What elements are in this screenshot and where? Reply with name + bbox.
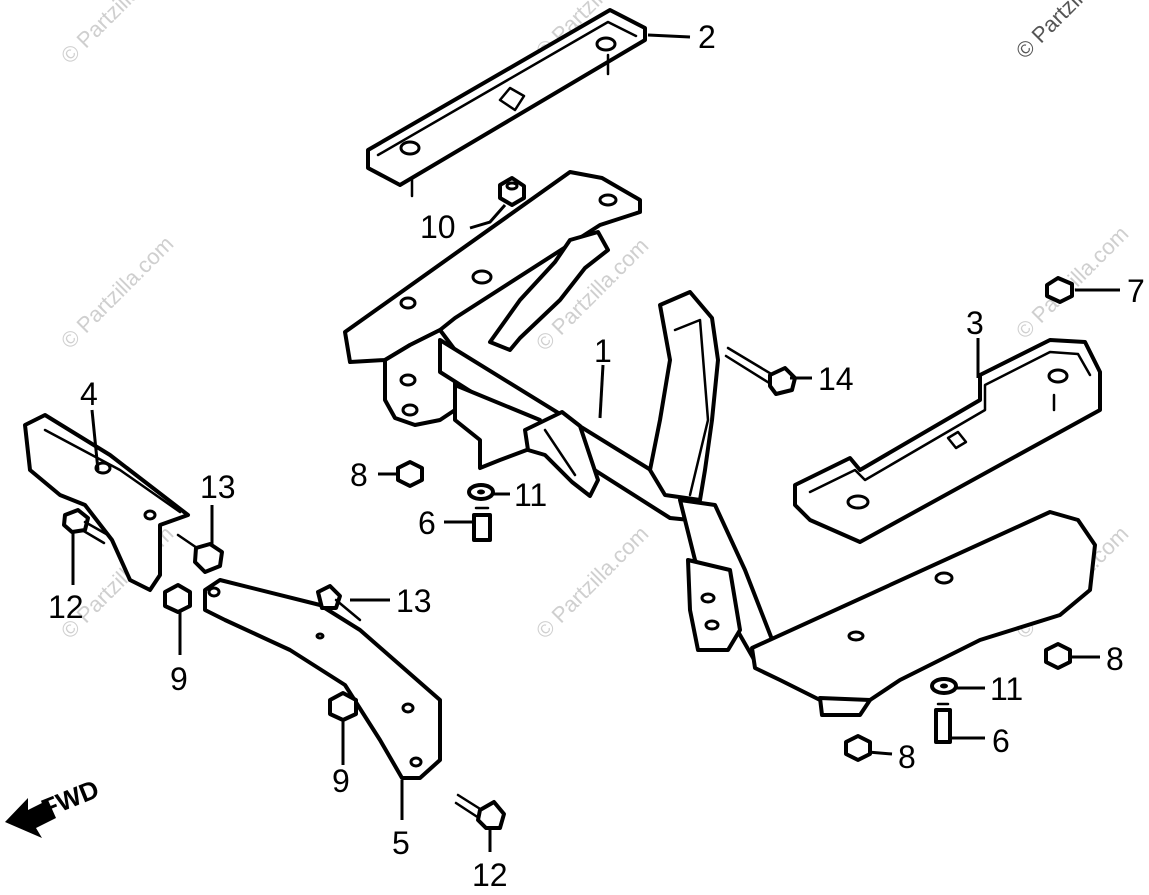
- callout-7: 7: [1127, 273, 1145, 309]
- part-2-top-plate: [366, 8, 647, 198]
- callout-12-left: 12: [48, 589, 84, 625]
- callout-6-right: 6: [992, 723, 1010, 759]
- fwd-arrow: FWD: [5, 774, 103, 838]
- callout-10: 10: [420, 209, 456, 245]
- part-3-right-plate: [793, 338, 1102, 544]
- part-11-washer-right: [930, 677, 958, 695]
- part-13-bolt-upper: [176, 533, 224, 574]
- part-14-bolt: [724, 346, 797, 396]
- callout-3: 3: [966, 305, 984, 341]
- part-8-nut-right-lower: [844, 734, 872, 762]
- part-8-nut-center: [396, 460, 424, 488]
- callout-9-left: 9: [170, 661, 188, 697]
- part-9-nut-lower: [328, 691, 358, 722]
- part-12-bolt-lower: [454, 793, 506, 830]
- part-6-bolt-center: [472, 506, 492, 542]
- leader-lines: [71, 33, 1120, 852]
- part-1-main-frame: [343, 170, 1097, 717]
- part-13-bolt-lower: [316, 584, 362, 622]
- part-8-nut-right-upper: [1044, 642, 1072, 670]
- callout-1: 1: [594, 333, 612, 369]
- part-11-washer-center: [467, 483, 495, 501]
- part-12-bolt-left: [62, 508, 110, 545]
- callout-11-right: 11: [990, 671, 1023, 707]
- callout-2: 2: [698, 19, 716, 55]
- callout-14: 14: [818, 361, 854, 397]
- part-7-nut: [1045, 276, 1074, 304]
- callout-6-center: 6: [418, 505, 436, 541]
- fwd-arrow-icon: [5, 798, 56, 838]
- watermark-3: © Partzilla.com: [56, 231, 179, 354]
- callout-13-upper: 13: [200, 469, 236, 505]
- watermark-7: © Partzilla.com: [531, 521, 654, 644]
- callout-13-lower: 13: [396, 583, 432, 619]
- callout-5: 5: [392, 825, 410, 861]
- watermark-1: © Partzilla.com: [56, 0, 179, 69]
- callout-4: 4: [80, 376, 98, 412]
- callout-9-lower: 9: [332, 763, 350, 799]
- part-10-nut: [498, 176, 526, 207]
- callout-8-right-upper: 8: [1106, 641, 1124, 677]
- callouts: 2 10 7 3 1 14 4 13 8 11 6 12 13 9 8 11 6…: [48, 19, 1145, 893]
- part-9-nut-left: [163, 583, 192, 614]
- callout-12-lower: 12: [472, 857, 508, 893]
- callout-8-right-lower: 8: [898, 739, 916, 775]
- fwd-label: FWD: [37, 774, 103, 824]
- callout-8-center: 8: [350, 457, 368, 493]
- part-5-lower-bracket: [203, 578, 442, 780]
- watermark-9: © Partzilla.com: [1011, 0, 1134, 64]
- part-4-left-bracket: [23, 413, 190, 592]
- part-6-bolt-right: [934, 702, 952, 744]
- callout-11-center: 11: [514, 477, 547, 513]
